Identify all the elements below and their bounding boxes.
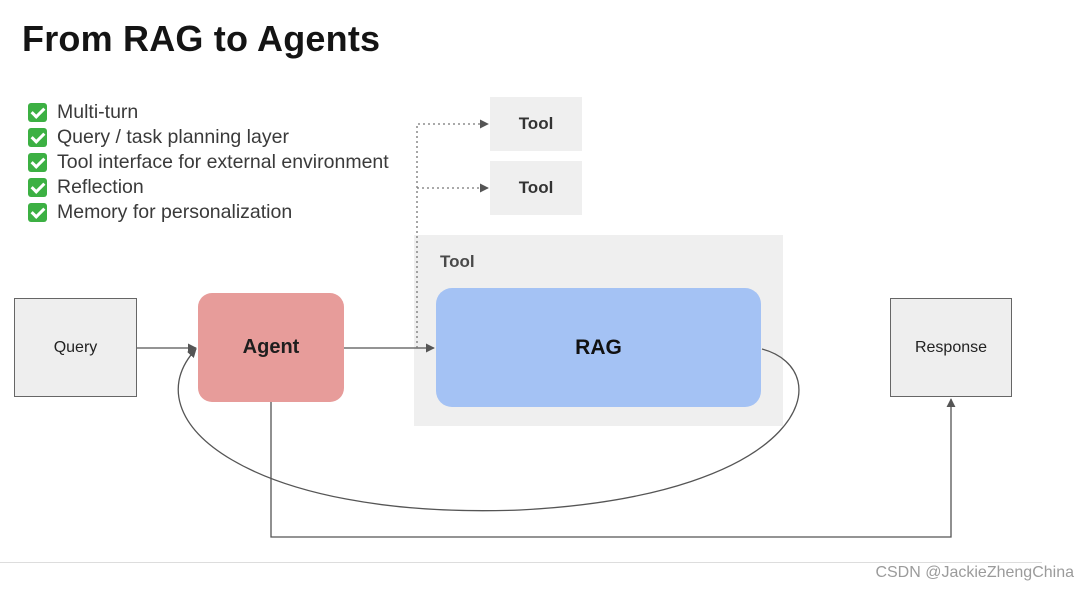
check-mark-icon xyxy=(28,178,47,197)
checklist-item-label: Multi-turn xyxy=(57,101,139,123)
agent-node: Agent xyxy=(198,293,344,402)
check-mark-icon xyxy=(28,103,47,122)
watermark: CSDN @JackieZhengChina xyxy=(875,564,1074,581)
query-node-label: Query xyxy=(53,338,98,356)
checklist-item: Reflection xyxy=(28,175,389,200)
feature-checklist: Multi-turn Query / task planning layer T… xyxy=(28,100,389,225)
edge-rag-loop-to-agent xyxy=(177,348,800,512)
bottom-divider xyxy=(0,562,1042,563)
edge-agent-to-tool-top xyxy=(416,119,489,348)
tool-node-middle: Tool xyxy=(490,161,582,215)
tool-node-label: Tool xyxy=(518,178,554,197)
query-node: Query xyxy=(14,298,137,397)
checklist-item: Query / task planning layer xyxy=(28,125,389,150)
rag-node: RAG xyxy=(436,288,761,407)
edge-agent-to-response xyxy=(270,398,956,538)
checklist-item-label: Reflection xyxy=(57,176,144,198)
tool-container-label: Tool xyxy=(440,252,475,271)
checklist-item-label: Query / task planning layer xyxy=(57,126,289,148)
check-mark-icon xyxy=(28,153,47,172)
response-node-label: Response xyxy=(914,338,988,356)
tool-node-label: Tool xyxy=(518,114,554,133)
agent-node-label: Agent xyxy=(242,336,300,358)
response-node: Response xyxy=(890,298,1012,397)
checklist-item: Multi-turn xyxy=(28,100,389,125)
checklist-item-label: Memory for personalization xyxy=(57,201,293,223)
checklist-item-label: Tool interface for external environment xyxy=(57,151,389,173)
checklist-item: Tool interface for external environment xyxy=(28,150,389,175)
slide-title: From RAG to Agents xyxy=(22,18,381,59)
check-mark-icon xyxy=(28,203,47,222)
check-mark-icon xyxy=(28,128,47,147)
tool-node-top: Tool xyxy=(490,97,582,151)
checklist-item: Memory for personalization xyxy=(28,200,389,225)
rag-node-label: RAG xyxy=(575,335,622,359)
